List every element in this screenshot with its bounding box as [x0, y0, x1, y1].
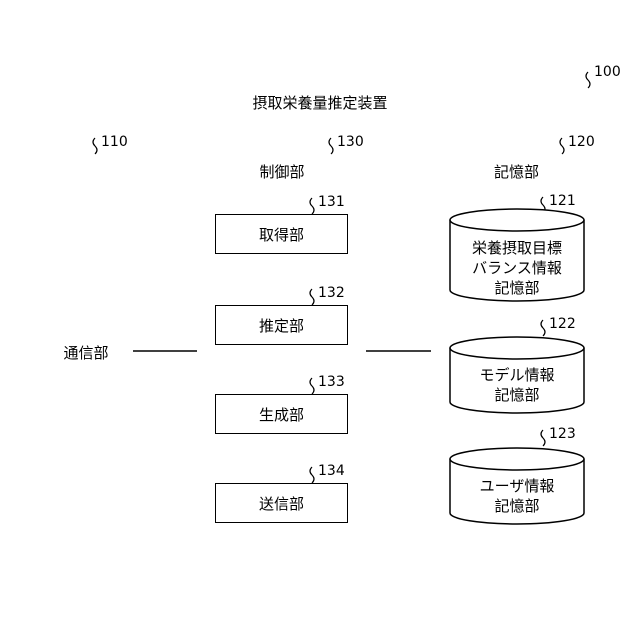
leader-122 — [541, 320, 545, 336]
storage-label: 記憶部 — [430, 161, 603, 182]
acquire-unit-label: 取得部 — [215, 224, 348, 245]
leader-132 — [310, 289, 314, 305]
device-title: 摂取栄養量推定装置 — [11, 92, 629, 113]
leader-123 — [541, 430, 545, 446]
storage-ref: 120 — [568, 134, 595, 150]
leader-134 — [310, 467, 314, 483]
device-ref: 100 — [594, 64, 621, 80]
generate-unit-ref: 133 — [318, 374, 345, 390]
leader-133 — [310, 378, 314, 394]
leader-131 — [310, 198, 314, 214]
store-121-label: 栄養摂取目標 バランス情報 記憶部 — [450, 238, 584, 298]
store-123-ref: 123 — [549, 426, 576, 442]
control-label: 制御部 — [196, 161, 368, 182]
generate-unit-label: 生成部 — [215, 404, 348, 425]
store-121-line-1: 栄養摂取目標 — [450, 238, 584, 258]
store-122-line-1: モデル情報 — [450, 365, 584, 385]
leader-110 — [93, 138, 97, 154]
store-121-line-3: 記憶部 — [450, 278, 584, 298]
leader-120 — [560, 138, 564, 154]
store-122-ref: 122 — [549, 316, 576, 332]
store-123-label: ユーザ情報 記憶部 — [450, 476, 584, 516]
leader-100 — [586, 72, 590, 88]
acquire-unit-ref: 131 — [318, 194, 345, 210]
store-121-line-2: バランス情報 — [450, 258, 584, 278]
store-121-ref: 121 — [549, 193, 576, 209]
estimate-unit-label: 推定部 — [215, 315, 348, 336]
send-unit-ref: 134 — [318, 463, 345, 479]
store-122-line-2: 記憶部 — [450, 385, 584, 405]
comm-ref: 110 — [101, 134, 128, 150]
estimate-unit-ref: 132 — [318, 285, 345, 301]
control-ref: 130 — [337, 134, 364, 150]
send-unit-label: 送信部 — [215, 493, 348, 514]
comm-label: 通信部 — [38, 342, 134, 363]
leader-130 — [329, 138, 333, 154]
store-122-label: モデル情報 記憶部 — [450, 365, 584, 405]
store-123-line-1: ユーザ情報 — [450, 476, 584, 496]
store-123-line-2: 記憶部 — [450, 496, 584, 516]
